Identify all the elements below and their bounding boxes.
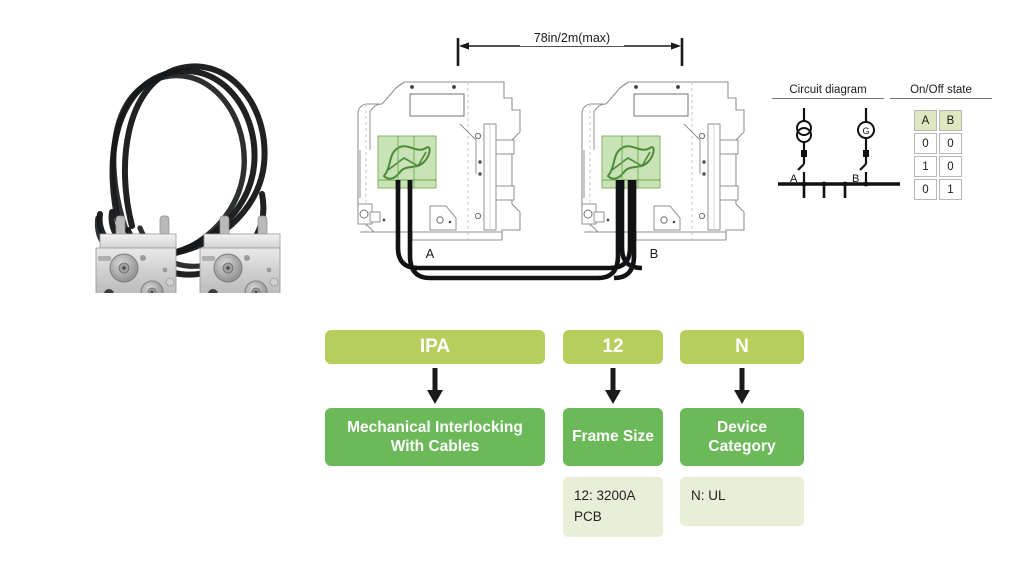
state-cell: 0 (939, 156, 962, 177)
on-off-state-table: A B 0 0 1 0 0 1 (912, 108, 964, 202)
breaker-b-label: B (650, 246, 659, 261)
source-b-label: B (852, 173, 859, 185)
table-row: 1 0 (914, 156, 962, 177)
breaker-interlock-drawing: 78in/2m(max) A (330, 20, 750, 300)
model-code-breakdown: IPA Mechanical Interlocking With Cables … (325, 330, 825, 560)
breaker-unit-b: B (581, 81, 745, 261)
down-arrow-icon (325, 364, 545, 408)
table-row: 0 0 (914, 133, 962, 154)
interlock-cable-photo (8, 18, 288, 293)
code-column-device-category: N Device Category N: UL (680, 330, 804, 526)
table-row: 0 1 (914, 179, 962, 200)
state-cell: 0 (914, 133, 937, 154)
generator-letter: G (862, 126, 869, 136)
state-col-b: B (939, 110, 962, 131)
source-a-label: A (790, 173, 798, 185)
single-line-schematic: A G B (778, 108, 900, 198)
fuse-link-b (863, 150, 869, 164)
dimension-line: 78in/2m(max) (456, 30, 684, 66)
arrow-down-svg (734, 368, 750, 404)
photo-svg (94, 63, 281, 293)
transformer-symbol (796, 108, 812, 150)
state-col-a: A (914, 110, 937, 131)
code-chip: N (680, 330, 804, 364)
circuit-diagram-title: Circuit diagram (772, 84, 884, 99)
table-header-row: A B (914, 110, 962, 131)
code-column-ipa: IPA Mechanical Interlocking With Cables (325, 330, 545, 526)
circuit-panel-headers: Circuit diagram On/Off state (772, 84, 992, 99)
code-meaning: Frame Size (563, 408, 663, 466)
code-note: N: UL (680, 477, 804, 526)
right-mechanism-block (199, 233, 281, 293)
circuit-diagram-panel: Circuit diagram On/Off state A (772, 84, 992, 202)
code-note (325, 477, 545, 526)
code-meaning: Mechanical Interlocking With Cables (325, 408, 545, 466)
dimension-label: 78in/2m(max) (534, 31, 610, 45)
code-note: 12: 3200A PCB (563, 477, 663, 537)
arrow-down-svg (427, 368, 443, 404)
interlock-highlight-a (377, 135, 437, 189)
down-arrow-icon (563, 364, 663, 408)
code-column-frame-size: 12 Frame Size 12: 3200A PCB (563, 330, 663, 537)
left-mechanism-block (95, 233, 177, 293)
switch-a (797, 163, 806, 184)
onoff-state-title: On/Off state (890, 84, 992, 99)
interconnect-cables-right (613, 180, 637, 281)
down-arrow-icon (680, 364, 804, 408)
state-cell: 1 (939, 179, 962, 200)
breaker-unit-a: A (357, 81, 521, 261)
fuse-link-a (801, 150, 807, 164)
state-cell: 0 (939, 133, 962, 154)
generator-symbol: G (857, 108, 875, 150)
state-cell: 0 (914, 179, 937, 200)
code-meaning: Device Category (680, 408, 804, 466)
code-chip: 12 (563, 330, 663, 364)
breaker-drawing-svg: 78in/2m(max) A (357, 30, 745, 281)
state-cell: 1 (914, 156, 937, 177)
busbar (778, 181, 900, 187)
state-table-body: A B 0 0 1 0 0 1 (914, 110, 962, 200)
breaker-a-label: A (426, 246, 435, 261)
arrow-down-svg (605, 368, 621, 404)
interconnect-cables (395, 180, 643, 281)
interlock-highlight-b (601, 135, 661, 189)
switch-b (859, 163, 868, 184)
feeder-taps (802, 184, 847, 198)
code-chip: IPA (325, 330, 545, 364)
